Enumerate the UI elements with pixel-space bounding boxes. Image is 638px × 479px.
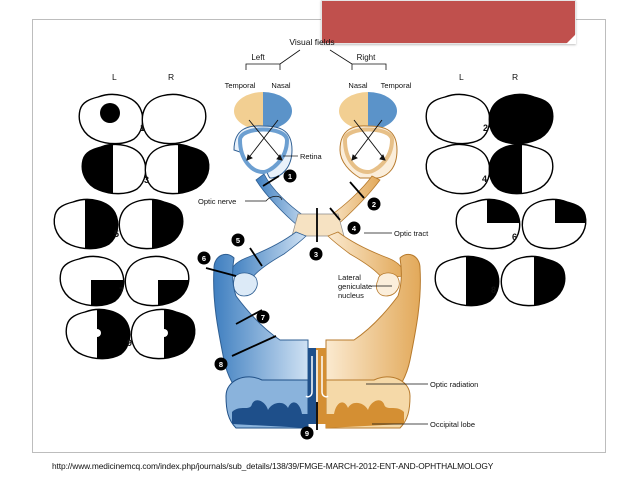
lesion-line-5 bbox=[249, 247, 263, 267]
right-eye-field bbox=[339, 92, 397, 130]
right-lgn bbox=[376, 272, 400, 297]
left-label: Left bbox=[251, 53, 265, 62]
field-4-left bbox=[425, 143, 491, 195]
source-url[interactable]: http://www.medicinemcq.com/index.php/jou… bbox=[52, 461, 494, 471]
right-calcarine-cortex bbox=[326, 400, 404, 428]
lesion-line-4 bbox=[329, 207, 341, 221]
column-label-l-left: L bbox=[112, 72, 117, 82]
lesion-line-6 bbox=[205, 267, 237, 277]
svg-text:9: 9 bbox=[305, 429, 309, 438]
left-eye-field bbox=[234, 92, 292, 130]
right-calcarine-fold bbox=[316, 348, 326, 424]
content-frame bbox=[32, 19, 606, 453]
lesion-number-badges: 1 2 3 4 5 6 7 8 9 bbox=[197, 169, 381, 440]
svg-text:7: 7 bbox=[261, 313, 265, 322]
field-2-left bbox=[425, 93, 491, 145]
field-number-7-left: 7 bbox=[119, 286, 124, 296]
field-number-3: 3 bbox=[144, 175, 149, 185]
lgn-label-line1: Lateral bbox=[338, 273, 361, 282]
field-number-1: 1 bbox=[140, 123, 145, 133]
field-3-right bbox=[144, 143, 210, 195]
column-label-r-left: R bbox=[168, 72, 174, 82]
lesion-badge-9: 9 bbox=[300, 426, 314, 440]
left-eye-globe bbox=[233, 125, 293, 179]
occipital-lobe-label: Occipital lobe bbox=[430, 420, 475, 429]
lesion-badge-8: 8 bbox=[214, 357, 228, 371]
lgn-label-line2: geniculate bbox=[338, 282, 372, 291]
field-number-5: 5 bbox=[114, 229, 119, 239]
lesion-badge-1: 1 bbox=[283, 169, 297, 183]
field-8-left bbox=[434, 255, 500, 307]
lesion-badge-3: 3 bbox=[309, 247, 323, 261]
lesion-line-2 bbox=[349, 181, 365, 199]
left-optic-radiation bbox=[213, 253, 309, 411]
lesion-badge-7: 7 bbox=[256, 310, 270, 324]
field-9-left bbox=[65, 308, 131, 360]
field-5-left bbox=[53, 198, 119, 250]
optic-tract-label: Optic tract bbox=[394, 229, 429, 238]
nasal-right-label: Nasal bbox=[348, 81, 368, 90]
right-eye-rays bbox=[351, 119, 386, 161]
field-1-left bbox=[78, 93, 144, 145]
svg-text:5: 5 bbox=[236, 236, 240, 245]
retina-label: Retina bbox=[300, 152, 323, 161]
temporal-right-label: Temporal bbox=[381, 81, 412, 90]
left-header-bracket bbox=[245, 63, 281, 70]
field-number-4: 4 bbox=[482, 174, 487, 184]
field-6-right bbox=[521, 198, 587, 250]
left-calcarine-fold bbox=[308, 348, 318, 424]
right-optic-radiation bbox=[325, 253, 421, 411]
right-eye-globe bbox=[339, 125, 398, 179]
calcarine-inner-right bbox=[321, 356, 329, 398]
svg-text:1: 1 bbox=[288, 172, 292, 181]
field-number-2: 2 bbox=[483, 123, 488, 133]
visual-fields-title: Visual fields bbox=[289, 37, 334, 47]
field-8-right bbox=[500, 255, 566, 307]
svg-text:2: 2 bbox=[372, 200, 376, 209]
field-5-right bbox=[118, 198, 184, 250]
lesion-line-8 bbox=[231, 335, 277, 357]
optic-nerve-label: Optic nerve bbox=[198, 197, 236, 206]
field-2-right bbox=[488, 93, 554, 145]
lesion-line-1 bbox=[262, 175, 280, 187]
svg-text:4: 4 bbox=[352, 224, 357, 233]
nasal-left-label: Nasal bbox=[271, 81, 291, 90]
visual-fields-header: Visual fields Left Right Temporal Nasal … bbox=[225, 37, 412, 90]
svg-text:8: 8 bbox=[219, 360, 223, 369]
svg-text:3: 3 bbox=[314, 250, 318, 259]
calcarine-inner-left bbox=[305, 356, 313, 398]
left-eye-rays bbox=[246, 119, 283, 161]
lesion-badge-2: 2 bbox=[367, 197, 381, 211]
right-header-bracket bbox=[351, 63, 387, 70]
header-connector bbox=[279, 49, 353, 65]
field-number-9-left: 9 bbox=[127, 338, 132, 348]
lesion-badge-5: 5 bbox=[231, 233, 245, 247]
column-label-l-right: L bbox=[459, 72, 464, 82]
field-9-right bbox=[130, 308, 196, 360]
lesion-badge-6: 6 bbox=[197, 251, 211, 265]
column-label-r-right: R bbox=[512, 72, 518, 82]
field-number-6-right: 6 bbox=[512, 232, 517, 242]
right-optic-tract bbox=[327, 231, 405, 279]
lesion-markers bbox=[205, 175, 365, 430]
right-label: Right bbox=[357, 53, 376, 62]
lgn-label-line3: nucleus bbox=[338, 291, 364, 300]
left-lgn bbox=[233, 272, 258, 297]
svg-text:6: 6 bbox=[202, 254, 206, 263]
title-accent-tab bbox=[321, 0, 576, 44]
lesion-line-7 bbox=[235, 309, 263, 325]
field-1-right bbox=[141, 93, 207, 145]
field-number-8-right: 8 bbox=[491, 285, 496, 295]
optic-radiation-label: Optic radiation bbox=[430, 380, 478, 389]
field-7-right bbox=[124, 255, 190, 307]
left-calcarine-cortex bbox=[232, 400, 308, 428]
temporal-left-label: Temporal bbox=[225, 81, 256, 90]
structure-leaders bbox=[245, 155, 428, 425]
lesion-badge-4: 4 bbox=[347, 221, 361, 235]
